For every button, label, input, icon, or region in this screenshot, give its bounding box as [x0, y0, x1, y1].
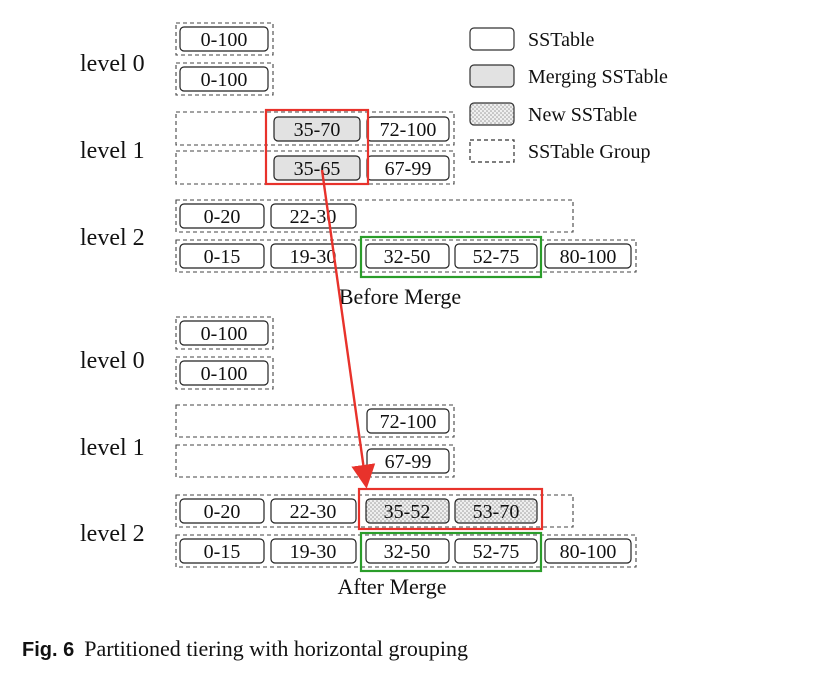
sstable-label: 35-52: [384, 501, 431, 523]
sstable: [365, 243, 450, 269]
level-label: level 1: [80, 138, 145, 164]
sstable: [454, 538, 538, 564]
sstable-label: 52-75: [473, 246, 520, 268]
legend-merging-swatch: [469, 64, 515, 88]
overlap-highlight-box: [359, 531, 543, 573]
figure-number: Fig. 6: [22, 639, 75, 661]
sstable-group: [175, 404, 455, 438]
legend-group-swatch: [469, 139, 515, 163]
sstable-label: 67-99: [385, 451, 432, 473]
figure-caption: Fig. 6 Partitioned tiering with horizonta…: [22, 636, 468, 662]
sstable-label: 0-100: [201, 29, 248, 51]
sstable-label: 0-100: [201, 363, 248, 385]
sstable-label: 19-30: [290, 541, 337, 563]
level-label: level 2: [80, 225, 145, 251]
sstable-merging: [273, 116, 361, 142]
legend-sstable-label: SSTable: [528, 29, 595, 51]
sstable-label: 53-70: [473, 501, 520, 523]
sstable-group: [175, 444, 455, 478]
sstable-label: 67-99: [385, 158, 432, 180]
sstable-group: [175, 22, 274, 56]
new-sstables-highlight-box: [357, 487, 544, 531]
level-label: level 0: [80, 348, 145, 374]
sstable: [270, 498, 357, 524]
before-merge: level 0 0-100 0-100 level 1 35-70 72-100…: [80, 22, 637, 309]
sstable: [179, 360, 269, 386]
legend-sstable-swatch: [469, 27, 515, 51]
sstable-label: 0-20: [204, 501, 241, 523]
sstable-new: [365, 498, 450, 524]
sstable-group: [175, 316, 274, 350]
merge-arrow: [320, 169, 376, 489]
sstable-group: [175, 356, 274, 390]
sstable: [544, 243, 632, 269]
sstable-label: 32-50: [384, 246, 431, 268]
legend-group-label: SSTable Group: [528, 141, 650, 163]
sstable-group: [175, 534, 637, 568]
level-label: level 1: [80, 435, 145, 461]
sstable-label: 72-100: [380, 119, 437, 141]
sstable-label: 35-70: [294, 119, 341, 141]
level-label: level 0: [80, 51, 145, 77]
sstable: [270, 538, 357, 564]
sstable-label: 0-15: [204, 541, 241, 563]
sstable-label: 0-100: [201, 323, 248, 345]
sstable: [179, 26, 269, 52]
sstable-new: [454, 498, 538, 524]
after-merge-caption: After Merge: [338, 574, 447, 599]
level-label: level 2: [80, 521, 145, 547]
after-merge: level 0 0-100 0-100 level 1 72-100 67-99…: [80, 316, 637, 599]
sstable: [179, 320, 269, 346]
sstable-label: 35-65: [294, 158, 341, 180]
sstable-label: 32-50: [384, 541, 431, 563]
legend-new-swatch: [469, 102, 515, 126]
sstable-group: [175, 199, 574, 233]
sstable-label: 72-100: [380, 411, 437, 433]
sstable: [366, 408, 450, 434]
sstable-group: [175, 62, 274, 96]
overlap-highlight-box: [359, 235, 543, 279]
sstable-group: [175, 239, 637, 273]
sstable: [366, 448, 450, 474]
sstable: [179, 498, 265, 524]
sstable-label: 0-20: [204, 206, 241, 228]
merging-highlight-box: [264, 108, 370, 186]
sstable-label: 80-100: [560, 246, 617, 268]
legend-new-label: New SSTable: [528, 104, 637, 126]
sstable: [270, 203, 357, 229]
sstable: [544, 538, 632, 564]
sstable-group: [175, 494, 574, 528]
sstable: [179, 243, 265, 269]
sstable-label: 0-15: [204, 246, 241, 268]
sstable-label: 19-30: [290, 246, 337, 268]
figure-caption-text: Partitioned tiering with horizontal grou…: [84, 636, 468, 661]
sstable: [179, 66, 269, 92]
before-merge-caption: Before Merge: [339, 284, 461, 309]
sstable-merging: [273, 155, 361, 181]
sstable-label: 22-30: [290, 206, 337, 228]
sstable-label: 22-30: [290, 501, 337, 523]
sstable-label: 80-100: [560, 541, 617, 563]
sstable-group: [175, 111, 455, 146]
legend-merging-label: Merging SSTable: [528, 66, 668, 88]
sstable: [179, 538, 265, 564]
sstable: [179, 203, 265, 229]
sstable: [454, 243, 538, 269]
sstable-label: 52-75: [473, 541, 520, 563]
sstable-label: 0-100: [201, 69, 248, 91]
sstable: [365, 538, 450, 564]
legend: SSTable Merging SSTable New SSTable SSTa…: [469, 27, 668, 163]
